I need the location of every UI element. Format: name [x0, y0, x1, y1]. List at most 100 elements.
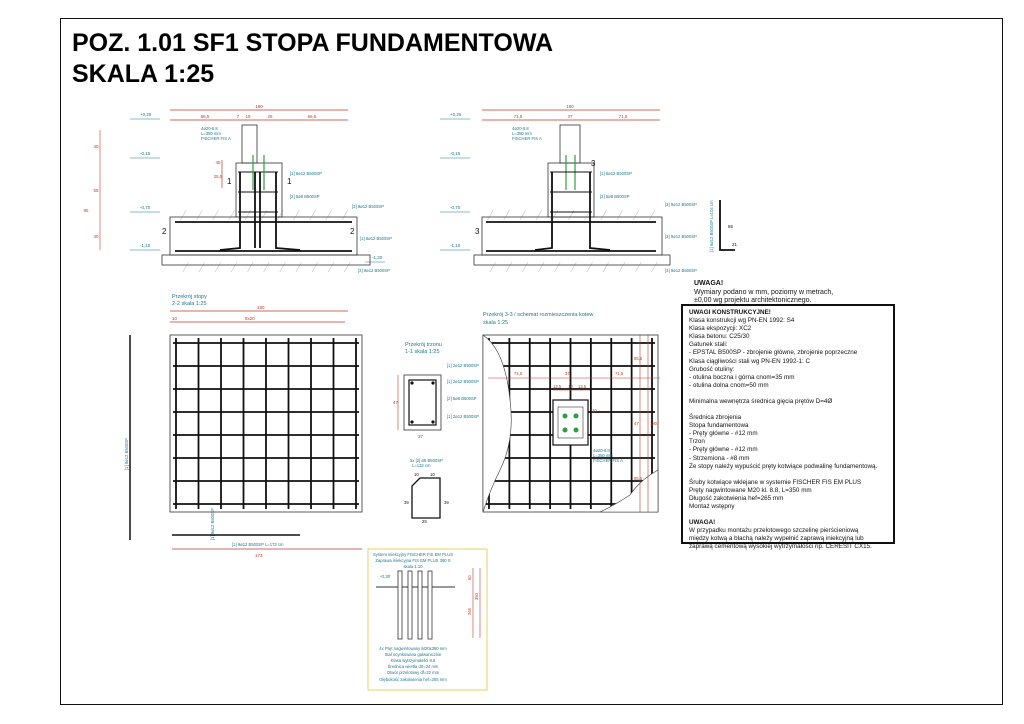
- dim-text: 55: [93, 188, 99, 193]
- anchor-label: 4ø20-8.8: [201, 126, 218, 131]
- dim-text: 65,5: [634, 476, 643, 481]
- level-label: -0,70: [140, 205, 151, 210]
- anchor-bolts: [562, 413, 579, 433]
- dim-text: 13,5: [553, 384, 562, 389]
- dim-text: 10: [430, 472, 435, 477]
- rebar-label: [1] 6ø12 B500SP: [600, 171, 632, 176]
- note-line: - Strzemiona - #8 mm: [689, 454, 750, 462]
- note-line: - otulina boczna i górna cnom=35 mm: [689, 373, 795, 381]
- dim-text: 40: [93, 234, 99, 239]
- section-title: Przekrój 3-3 / schemat rozmieszczenia ko…: [483, 312, 593, 318]
- detail-text: skala 1:10: [403, 564, 423, 569]
- level-label: -1,10: [140, 243, 151, 248]
- note-line: Klasa ekspozycji: XC2: [689, 325, 752, 333]
- note-line: - otulina dolna cnom=50 mm: [689, 381, 769, 389]
- stirrup-label: 5x [2] ø8 B500SP: [410, 458, 443, 463]
- dim-text: 29: [422, 519, 427, 524]
- dim-text: 180: [566, 104, 574, 109]
- rebar-label: [3] 9ø12 B500SP: [665, 234, 697, 239]
- dim-text: 66,5: [308, 114, 317, 119]
- anchor-label: 4ø20-8.8: [593, 448, 610, 453]
- section-title: 2-2 skala 1:25: [172, 301, 207, 307]
- rebar-label: [3] 9ø12 B500SP: [352, 204, 384, 209]
- note-line: Trzon: [689, 438, 705, 446]
- spec-line: Stal ocynkowana galwanicznie: [385, 652, 442, 657]
- dim-text: 350: [474, 592, 479, 600]
- warning-title: UWAGA!: [689, 519, 716, 527]
- rebar-label: [1] 9ø12 B500SP L=173 cm: [232, 542, 284, 547]
- break-line: [482, 334, 512, 513]
- level-label: -0,15: [140, 151, 151, 156]
- title-line-1: POZ. 1.01 SF1 STOPA FUNDAMENTOWA: [72, 29, 554, 57]
- drawing-frame: [60, 18, 1003, 705]
- spec-line: Klasa wytrzymałości 8.8: [391, 658, 436, 663]
- dim-text: 25,5: [214, 174, 223, 179]
- dim-text: 21: [732, 242, 738, 247]
- rebar-label: [2] 5ø8 B500SP: [290, 194, 320, 199]
- dim-text: 65,5: [634, 356, 643, 361]
- anchor-label: L=350 mm: [512, 131, 532, 136]
- rebar-label: [1] 6ø12 B500SP: [360, 236, 392, 241]
- note-line: Ze stopy należy wypuścić pręty kotwiące …: [689, 462, 878, 470]
- note-line: Klasa betonu: C25/30: [689, 333, 750, 341]
- dim-text: 45: [215, 160, 221, 165]
- base-plate: [552, 399, 589, 446]
- dim-text: 71,5: [619, 114, 628, 119]
- section-mark: 2: [162, 227, 167, 236]
- anchor-label: FISCHER FIS A: [593, 458, 623, 463]
- dim-text: 10: [592, 408, 597, 413]
- section-1-1: Przekrój trzonu 1-1 skala 1:25 [1] 2ø12 …: [393, 342, 479, 524]
- rebar-label: [1] 9ø12 B500SP: [124, 438, 129, 470]
- section-3-3: Przekrój 3-3 / schemat rozmieszczenia ko…: [482, 312, 660, 513]
- warning-line: między kotwą a blachą należy wypełnić za…: [689, 535, 864, 543]
- section-mark: 1: [287, 177, 292, 186]
- dim-text: 39: [404, 500, 409, 505]
- rebar-label: [1] 6ø12 B500SP: [290, 171, 322, 176]
- rebar-label: [3] 9ø12 B500SP: [665, 268, 697, 273]
- dim-text: 265: [467, 607, 472, 615]
- dim-text: 47: [393, 400, 399, 405]
- rebar-label: [1] 9ø12 B500SP: [210, 508, 215, 540]
- dim-text: 173: [255, 553, 263, 558]
- note-line: Śruby kotwiące wklejane w systemie FISCH…: [689, 478, 862, 486]
- dim-text: 180: [257, 305, 265, 310]
- anchor-label: L=350 mm: [201, 131, 221, 136]
- dim-text: 85: [728, 224, 734, 229]
- anchor-label: 4ø20-8.8: [512, 126, 529, 131]
- note-line: - EPSTAL B500SP - zbrojenie główne, zbro…: [689, 349, 858, 357]
- note-line: ±0,00 wg projektu architektonicznego.: [694, 297, 812, 304]
- note-line: Pręty nagwintowane M20 kl. 8.8, L=350 mm: [689, 486, 812, 494]
- dim-text: 10: [414, 472, 419, 477]
- level-label: +0,25: [140, 112, 152, 117]
- dim-text: 37: [567, 114, 573, 119]
- rebar-grid: [173, 338, 359, 509]
- section-mark: 3: [591, 159, 596, 168]
- spec-line: Głębokość zakotwienia hef=265 mm: [379, 677, 447, 682]
- dim-text: 13,5: [578, 384, 587, 389]
- level-label: -0,30: [380, 574, 391, 579]
- anchor-label: FISCHER FIS A: [512, 136, 542, 141]
- rebar-label: [1] 2ø12 B500SP: [447, 363, 479, 368]
- elevation-a: 180 66,5 7 15 25 66,5 40 55 95 40 45 25,…: [83, 104, 392, 273]
- dim-text: 71,5: [514, 371, 523, 376]
- section-title: 1-1 skala 1:25: [405, 349, 440, 355]
- rebar: [175, 172, 352, 252]
- rebar-label: [2] 5ø8 B500SP: [600, 194, 630, 199]
- note-line: Długość zakotwienia hef=265 mm: [689, 494, 784, 502]
- structural-notes-box: UWAGI KONSTRUKCYJNE! Klasa konstrukcji w…: [681, 304, 895, 550]
- note-line: Średnica zbrojenia: [689, 414, 742, 422]
- section-title: skala 1:25: [483, 320, 508, 326]
- section-mark: 2: [350, 227, 355, 236]
- section-title: Przekrój stopy: [172, 294, 207, 300]
- dim-text: 66,5: [201, 114, 210, 119]
- dim-text: 40: [93, 144, 99, 149]
- rebar-label: [1] 2ø12 B500SP: [447, 414, 479, 419]
- dim-text: 7: [237, 114, 240, 119]
- note-line: Gatunek stali:: [689, 341, 728, 349]
- note-line: - Pręty główne - #12 mm: [689, 446, 758, 454]
- bar-shape: [719, 200, 735, 251]
- dim-text: 47: [634, 421, 639, 426]
- note-line: Wymiary podano w mm, poziomy w metrach,: [694, 288, 834, 296]
- detail-text: System iniekcyjny FISCHER FIS EM PLUS: [373, 552, 453, 557]
- dim-text: 15: [245, 114, 251, 119]
